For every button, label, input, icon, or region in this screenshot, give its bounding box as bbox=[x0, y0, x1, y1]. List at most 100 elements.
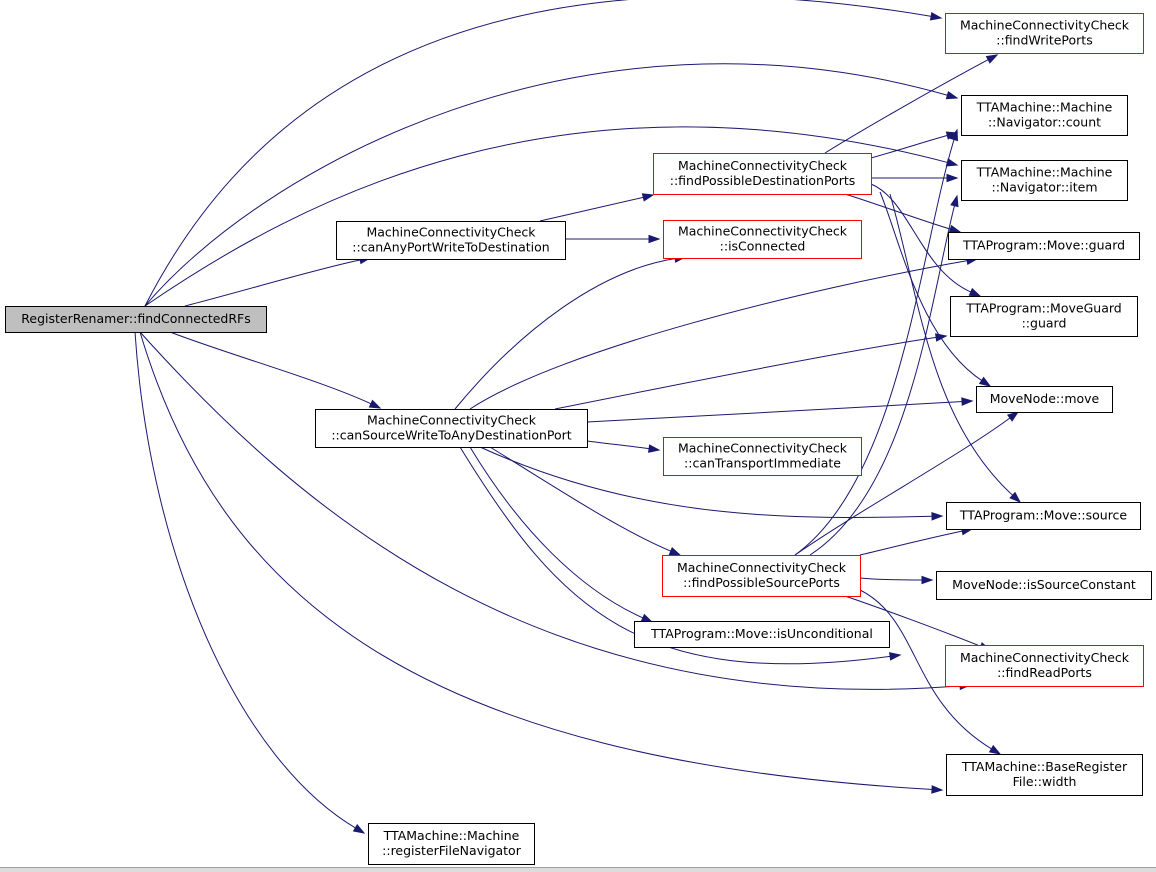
edge-canSource-to-mnMove bbox=[586, 397, 974, 423]
node-label-line: MachineConnectivityCheck bbox=[677, 560, 847, 575]
edge-arrowhead bbox=[641, 193, 655, 202]
node-box bbox=[961, 95, 1128, 136]
node-label-line: ::findWritePorts bbox=[996, 33, 1092, 48]
node-label-line: TTAMachine::Machine bbox=[976, 100, 1113, 115]
edge-findPossSrc-to-navItem bbox=[809, 194, 959, 556]
edge-line bbox=[144, 126, 949, 307]
edge-findPossSrc-to-isSrcConst bbox=[859, 575, 934, 585]
edge-canSource-to-canTransport bbox=[586, 440, 661, 453]
node-label-line: MachineConnectivityCheck bbox=[367, 413, 537, 428]
edge-findPossSrc-to-width bbox=[859, 589, 1002, 755]
node-mnMove[interactable]: MoveNode::move bbox=[976, 386, 1113, 413]
node-root[interactable]: RegisterRenamer::findConnectedRFs bbox=[5, 306, 267, 333]
edge-arrowhead bbox=[648, 444, 661, 453]
node-moveGuard[interactable]: TTAProgram::Move::guard bbox=[948, 232, 1140, 260]
edge-arrowhead bbox=[889, 652, 902, 661]
node-box bbox=[946, 502, 1141, 530]
edge-line bbox=[459, 446, 892, 665]
node-label-line: MachineConnectivityCheck bbox=[960, 650, 1130, 665]
node-regNav[interactable]: TTAMachine::Machine::registerFileNavigat… bbox=[368, 823, 535, 865]
edge-root-to-width bbox=[139, 331, 944, 794]
edge-line bbox=[879, 191, 983, 382]
edge-line bbox=[479, 446, 934, 519]
edge-findPossDest-to-moveGuardGuard bbox=[870, 183, 982, 297]
edge-line bbox=[489, 446, 672, 552]
node-label-line: MachineConnectivityCheck bbox=[678, 158, 848, 173]
edge-line bbox=[809, 204, 956, 556]
node-moveSource[interactable]: TTAProgram::Move::source bbox=[946, 502, 1141, 530]
window-bottom-border bbox=[0, 867, 1156, 872]
edge-line bbox=[144, 63, 949, 307]
edge-canSource-to-isSrcConst bbox=[459, 446, 902, 665]
node-findWrite[interactable]: MachineConnectivityCheck::findWritePorts bbox=[945, 13, 1144, 54]
edge-arrowhead bbox=[985, 54, 999, 64]
node-canSource[interactable]: MachineConnectivityCheck::canSourceWrite… bbox=[315, 409, 588, 448]
node-box bbox=[945, 13, 1144, 54]
edge-findPossSrc-to-moveSource bbox=[859, 526, 974, 556]
node-box bbox=[653, 153, 872, 195]
node-label-line: TTAProgram::Move::guard bbox=[962, 238, 1125, 253]
node-label-line: ::canSourceWriteToAnyDestinationPort bbox=[331, 428, 571, 443]
node-label-line: ::guard bbox=[1022, 316, 1067, 331]
node-moveGuardGuard[interactable]: TTAProgram::MoveGuard::guard bbox=[950, 296, 1138, 337]
edge-root-to-canSource bbox=[169, 331, 382, 409]
node-findPossSrc[interactable]: MachineConnectivityCheck::findPossibleSo… bbox=[662, 555, 861, 597]
node-isUncond[interactable]: TTAProgram::Move::isUnconditional bbox=[634, 621, 890, 648]
edge-line bbox=[844, 595, 982, 648]
node-label-line: ::isConnected bbox=[720, 239, 806, 254]
node-box bbox=[662, 555, 861, 597]
node-box bbox=[315, 409, 588, 448]
edge-line bbox=[859, 530, 964, 556]
edge-line bbox=[469, 446, 644, 619]
edge-arrowhead bbox=[934, 333, 948, 342]
node-canAny[interactable]: MachineConnectivityCheck::canAnyPortWrit… bbox=[336, 221, 566, 260]
node-findRead[interactable]: MachineConnectivityCheck::findReadPorts bbox=[945, 645, 1144, 687]
node-label-line: TTAProgram::MoveGuard bbox=[965, 301, 1121, 316]
edge-line bbox=[144, 0, 933, 307]
edge-line bbox=[794, 416, 1012, 556]
edge-line bbox=[859, 577, 924, 581]
edge-arrowhead bbox=[945, 90, 959, 100]
node-canTransport[interactable]: MachineConnectivityCheck::canTransportIm… bbox=[663, 437, 862, 476]
node-label-line: TTAMachine::BaseRegister bbox=[961, 759, 1128, 774]
node-navItem[interactable]: TTAMachine::Machine::Navigator::item bbox=[961, 160, 1128, 201]
node-findPossDest[interactable]: MachineConnectivityCheck::findPossibleDe… bbox=[653, 153, 872, 195]
node-label-line: TTAMachine::Machine bbox=[383, 828, 520, 843]
node-label-line: MachineConnectivityCheck bbox=[366, 225, 536, 240]
node-label-line: MoveNode::move bbox=[990, 391, 1100, 406]
edge-arrowhead bbox=[946, 173, 959, 183]
edge-canAny-to-findPossDest bbox=[539, 193, 655, 222]
edge-arrowhead bbox=[640, 613, 654, 623]
node-label-line: MachineConnectivityCheck bbox=[678, 224, 848, 239]
node-label-line: ::registerFileNavigator bbox=[382, 843, 522, 858]
edge-arrowhead bbox=[648, 234, 661, 244]
edge-line bbox=[454, 257, 677, 410]
edge-root-to-regNav bbox=[134, 331, 366, 834]
node-label-line: ::canAnyPortWriteToDestination bbox=[352, 240, 549, 255]
edge-line bbox=[794, 138, 955, 556]
node-label-line: ::findPossibleSourcePorts bbox=[683, 575, 840, 590]
node-label-line: ::findReadPorts bbox=[997, 665, 1092, 680]
node-isSrcConst[interactable]: MoveNode::isSourceConstant bbox=[936, 571, 1152, 600]
edge-arrowhead bbox=[931, 785, 944, 794]
node-label-line: MoveNode::isSourceConstant bbox=[952, 577, 1136, 592]
node-label-line: ::findPossibleDestinationPorts bbox=[670, 173, 856, 188]
edge-arrowhead bbox=[968, 287, 982, 297]
edge-line bbox=[469, 260, 969, 410]
edge-root-to-navCount bbox=[144, 63, 959, 307]
edges-layer bbox=[134, 0, 1022, 834]
edge-line bbox=[554, 336, 938, 410]
node-navCount[interactable]: TTAMachine::Machine::Navigator::count bbox=[961, 95, 1128, 136]
edge-findPossDest-to-findWrite bbox=[824, 54, 999, 154]
node-box bbox=[961, 160, 1128, 201]
edge-arrowhead bbox=[950, 194, 959, 208]
edge-canSource-to-isConnected bbox=[454, 254, 687, 410]
edge-findPossDest-to-navItem bbox=[871, 173, 959, 183]
node-isConnected[interactable]: MachineConnectivityCheck::isConnected bbox=[663, 220, 862, 259]
edge-line bbox=[539, 196, 645, 222]
edge-arrowhead bbox=[931, 511, 944, 521]
edge-line bbox=[139, 331, 962, 690]
edge-line bbox=[870, 134, 949, 159]
